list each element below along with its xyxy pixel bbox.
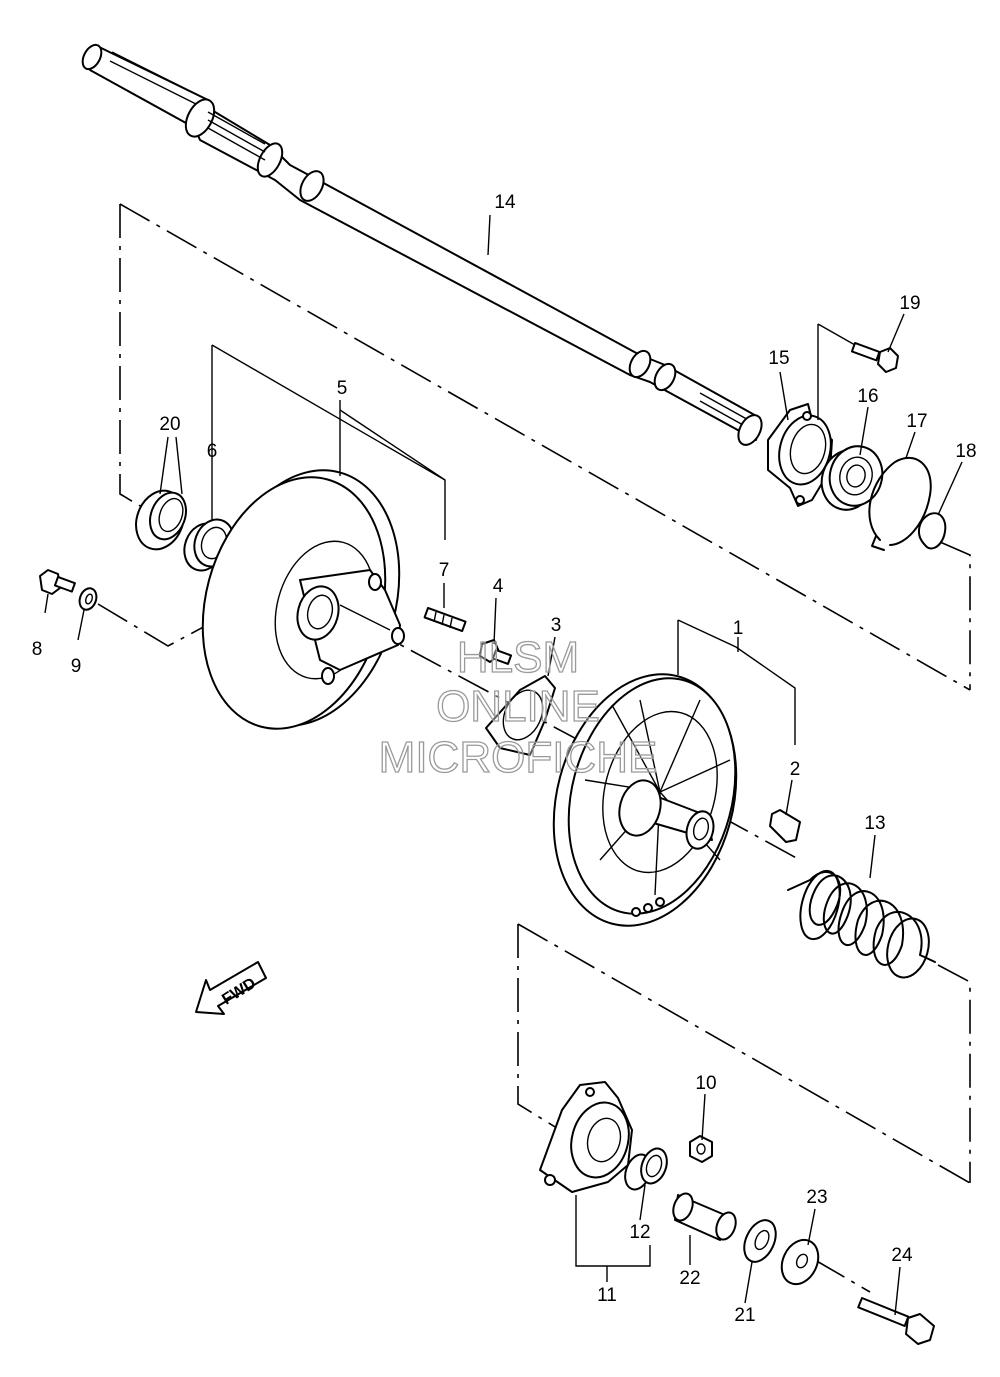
callout-16: 16 [857, 386, 878, 407]
washer-23 [780, 1238, 820, 1286]
bolt-19 [850, 342, 899, 373]
oil-seal-20 [135, 489, 187, 551]
stud-7 [423, 606, 467, 633]
watermark-line-2: ONLINE [436, 682, 600, 731]
circlip-17 [868, 456, 932, 551]
callout-11: 11 [597, 1285, 617, 1306]
watermark-line-3: MICROFICHE [379, 733, 658, 782]
callout-numbers: 1 2 3 4 5 6 7 8 9 10 11 12 13 14 15 16 1… [32, 192, 977, 1326]
callout-7: 7 [439, 560, 450, 581]
circlip-18 [918, 512, 947, 550]
callout-leaders [44, 214, 963, 1316]
callout-4: 4 [493, 576, 504, 597]
callout-9: 9 [71, 656, 82, 677]
callout-5: 5 [337, 378, 348, 399]
washer-21 [743, 1219, 777, 1263]
callout-10: 10 [695, 1073, 716, 1094]
callout-21: 21 [734, 1305, 755, 1326]
callout-20: 20 [159, 414, 180, 435]
callout-19: 19 [899, 293, 920, 314]
bearing-12 [624, 1147, 668, 1191]
washer-9 [78, 587, 98, 611]
callout-17: 17 [906, 411, 927, 432]
drive-shaft-14 [81, 43, 763, 446]
watermark: HLSM ONLINE MICROFICHE [378, 632, 658, 782]
fixed-sheave-5 [201, 469, 405, 730]
callout-24: 24 [891, 1245, 913, 1266]
fwd-direction-arrow: FWD [195, 961, 267, 1015]
bearing-housing-15 [767, 403, 833, 507]
slider-4 [479, 639, 513, 665]
bolt-24 [857, 1297, 935, 1345]
movable-sheave-1 [552, 673, 738, 927]
callout-3: 3 [551, 615, 562, 636]
callout-13: 13 [864, 813, 885, 834]
callout-14: 14 [494, 192, 516, 213]
callout-22: 22 [679, 1268, 700, 1289]
callout-18: 18 [955, 441, 976, 462]
watermark-line-1: HLSM [457, 633, 579, 682]
bolt-8 [39, 569, 76, 595]
gasket-3 [485, 675, 556, 756]
callout-1: 1 [733, 618, 744, 639]
callout-2: 2 [790, 759, 801, 780]
ball-bearing-16 [820, 445, 884, 511]
nut-10 [689, 1135, 713, 1163]
callout-6: 6 [207, 441, 218, 462]
spring-13 [787, 869, 936, 979]
case-cover-11 [539, 1081, 633, 1193]
callout-12: 12 [629, 1222, 650, 1243]
callout-23: 23 [806, 1187, 827, 1208]
callout-8: 8 [32, 639, 43, 660]
pin-2 [769, 809, 801, 843]
callout-15: 15 [768, 348, 789, 369]
collar-22 [672, 1192, 737, 1241]
